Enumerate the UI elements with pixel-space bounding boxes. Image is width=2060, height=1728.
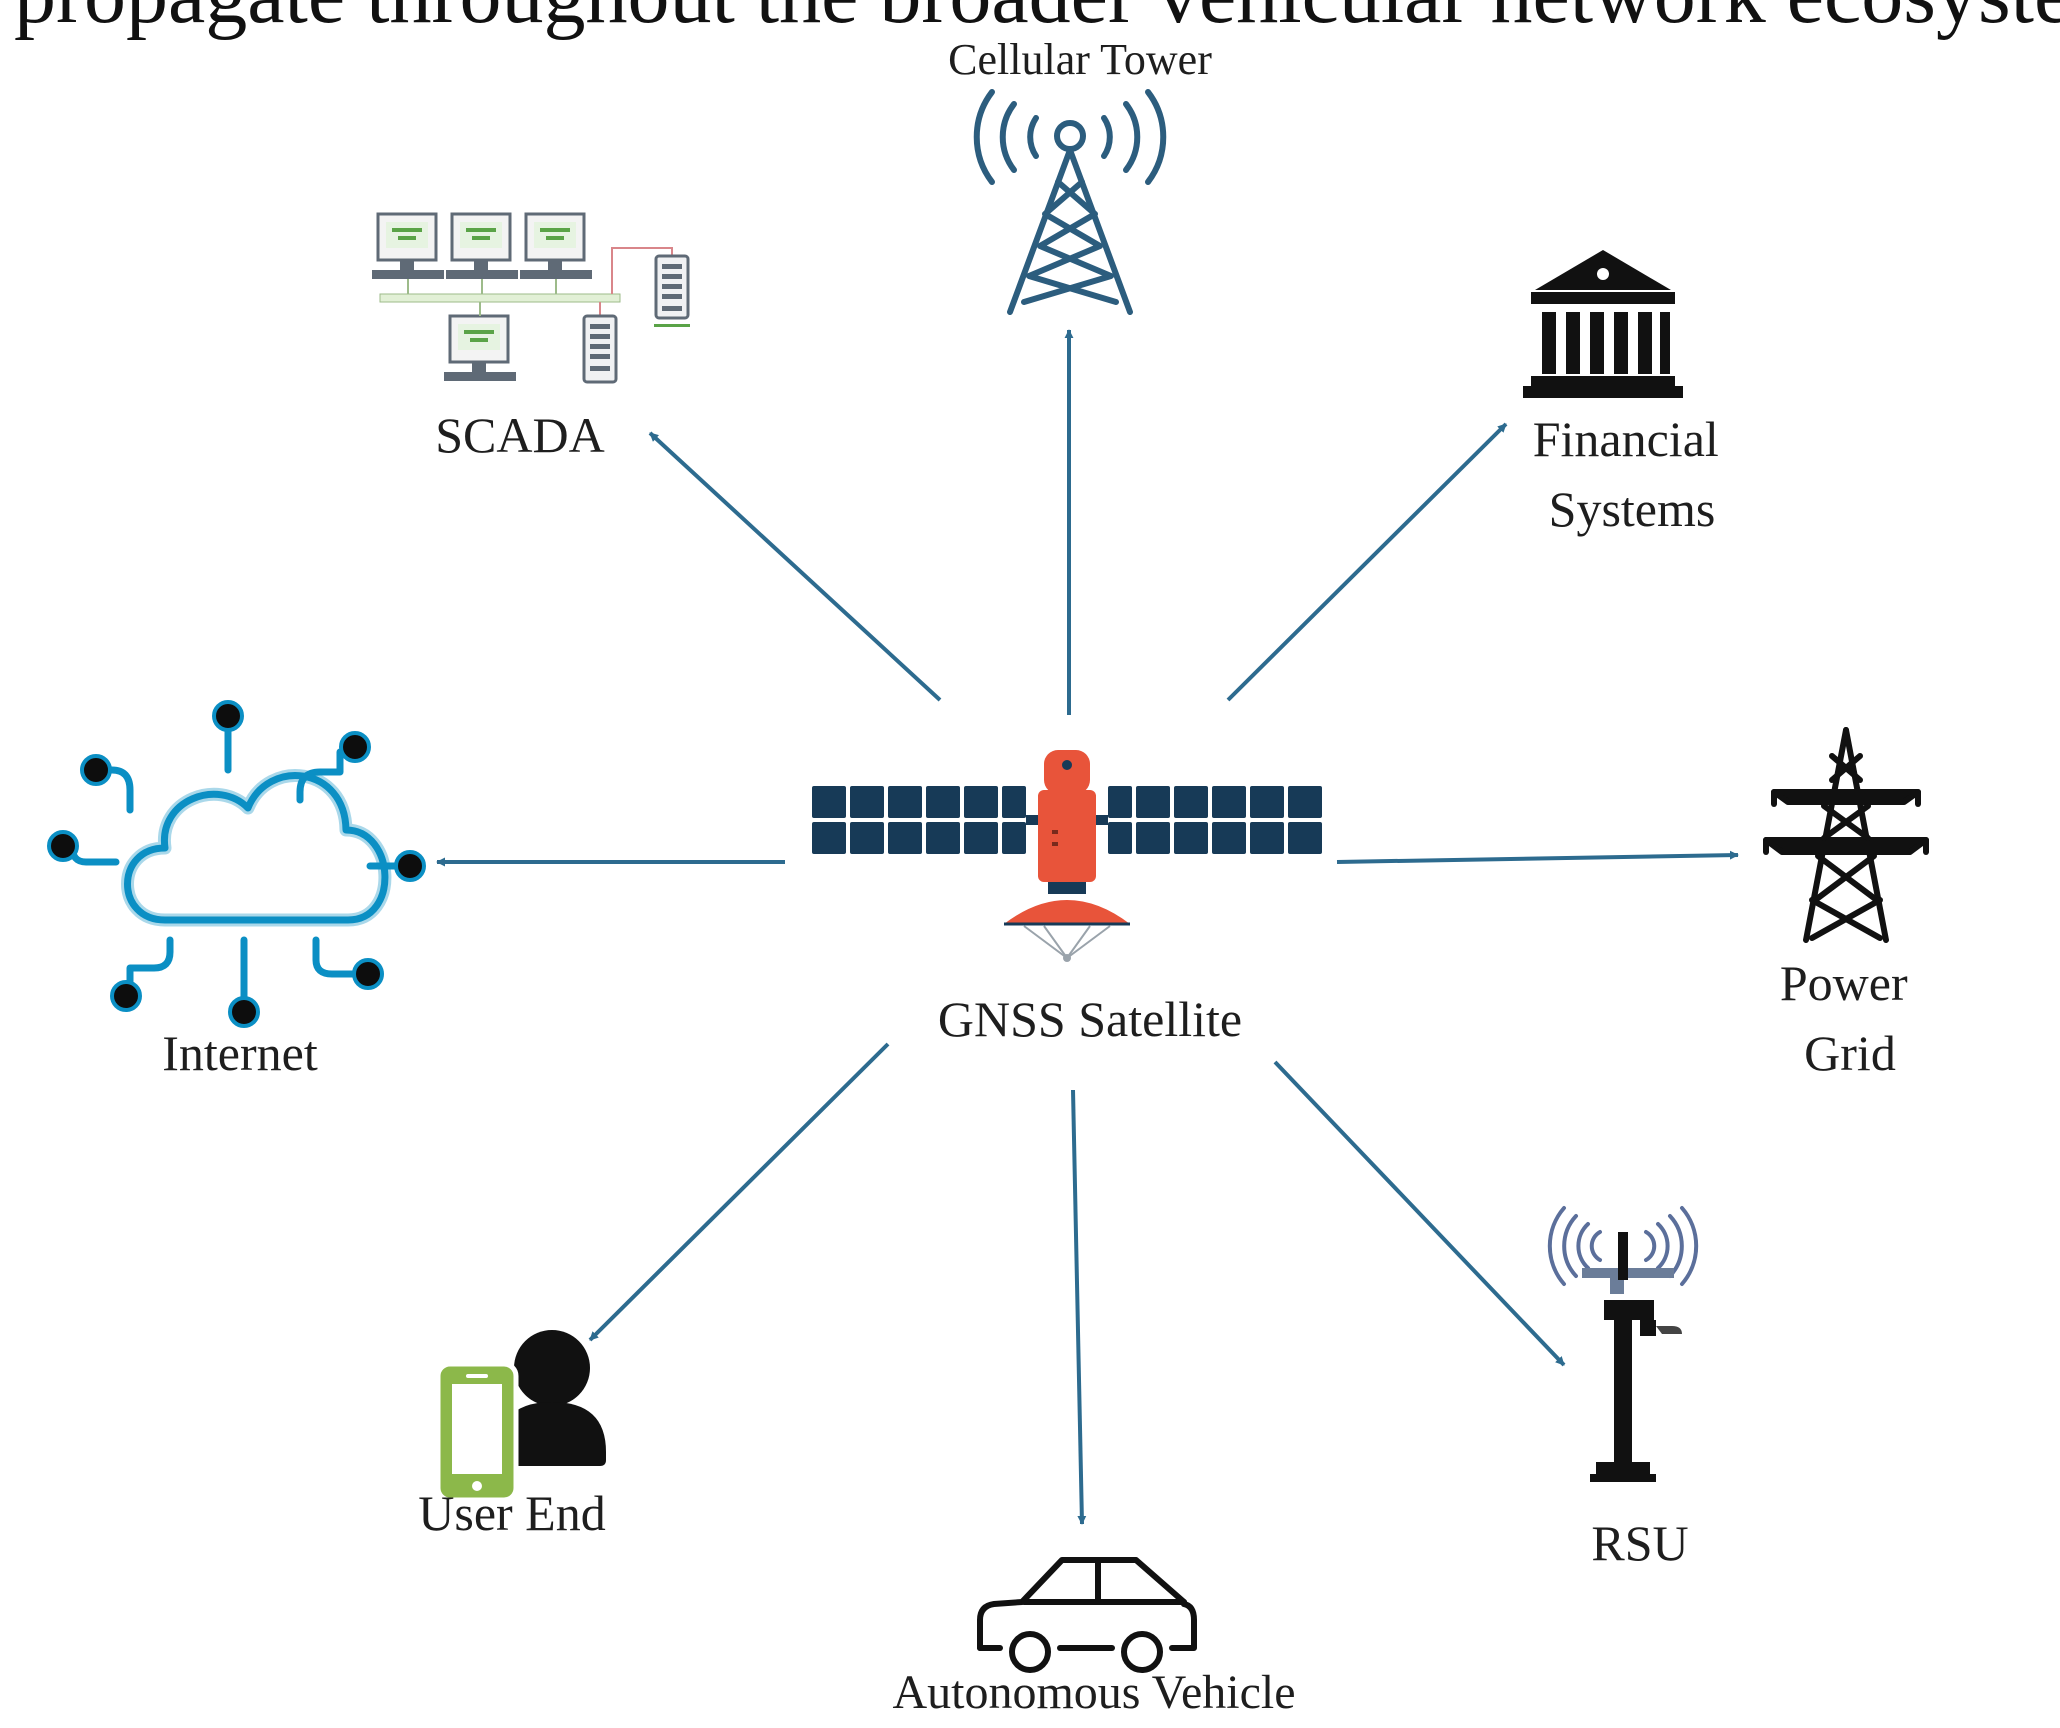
- user-end-label: User End: [418, 1485, 605, 1541]
- scada-server: [654, 254, 690, 327]
- power-grid-label: Power Grid: [1780, 955, 1920, 1081]
- car-icon: [977, 1557, 1197, 1673]
- cloud-network-icon: [47, 700, 426, 1028]
- arrow-to-financial-systems: [1226, 422, 1508, 702]
- financial-systems-label-line2: Systems: [1549, 481, 1716, 537]
- scada-workstation: [372, 212, 444, 279]
- rsu-icon: [1547, 1206, 1699, 1482]
- rsu-label: RSU: [1591, 1515, 1688, 1571]
- satellite-icon: [812, 750, 1322, 962]
- scada-workstation: [520, 212, 592, 279]
- financial-systems-label: Financial Systems: [1533, 411, 1732, 537]
- scada-workstation: [444, 314, 516, 381]
- scada-workstation: [446, 212, 518, 279]
- caption-fragment: propagate throughout the broader vehicul…: [14, 0, 2060, 41]
- financial-systems-label-line1: Financial: [1533, 411, 1719, 467]
- scada-server: [582, 314, 618, 384]
- power-grid-label-line2: Grid: [1804, 1025, 1896, 1081]
- autonomous-vehicle-label: Autonomous Vehicle: [892, 1666, 1295, 1719]
- transmission-tower-icon: [1763, 727, 1929, 943]
- cellular-tower-label: Cellular Tower: [948, 35, 1212, 84]
- arrow-to-power-grid: [1336, 850, 1739, 864]
- arrow-to-rsu: [1273, 1060, 1566, 1367]
- scada-network-icon: [372, 212, 690, 384]
- scada-label: SCADA: [435, 407, 604, 463]
- cell-tower-icon: [973, 89, 1167, 315]
- user-phone-icon: [435, 1330, 606, 1503]
- bank-icon: [1523, 250, 1683, 398]
- center-label: GNSS Satellite: [938, 991, 1242, 1047]
- arrows: [436, 329, 1739, 1525]
- internet-label: Internet: [162, 1025, 318, 1081]
- arrow-to-scada: [648, 431, 942, 702]
- arrow-to-autonomous-vehicle: [1071, 1089, 1087, 1525]
- arrow-to-user-end: [588, 1042, 890, 1342]
- power-grid-label-line1: Power: [1780, 955, 1908, 1011]
